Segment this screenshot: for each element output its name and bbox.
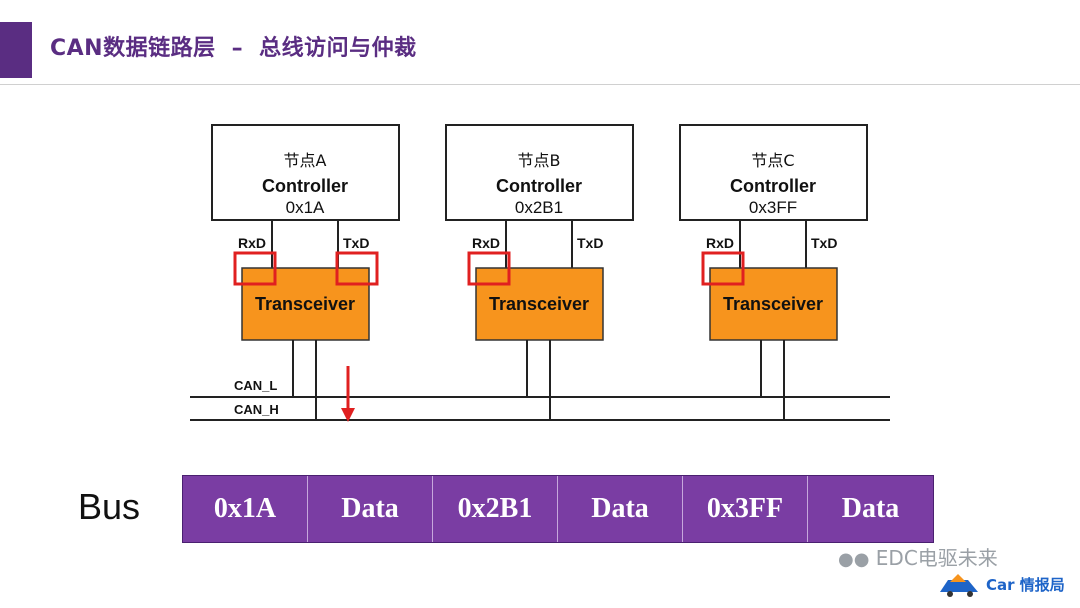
node-b: 节点B Controller 0x2B1 RxD TxD Transceiver [445,124,634,420]
bus-sequence-row: 0x1A Data 0x2B1 Data 0x3FF Data [182,475,934,543]
controller-box [679,124,868,221]
watermark-text: EDC电驱未来 [875,546,998,570]
page-title: CAN数据链路层–总线访问与仲裁 [50,30,417,62]
node-name: 节点C [751,151,794,170]
logo-text: Car 情报局 [986,576,1065,594]
bus-cell-data: Data [308,476,433,542]
rxd-label: RxD [706,235,734,251]
controller-label: Controller [496,176,582,196]
txd-highlight-box [335,251,379,286]
txd-label: TxD [577,235,603,251]
can-l-label: CAN_L [234,378,277,393]
transceiver-box [241,267,370,341]
node-id: 0x1A [286,198,325,217]
node-id: 0x3FF [749,198,797,217]
watermark: ●● EDC电驱未来 [838,542,998,571]
rxd-label: RxD [238,235,266,251]
rxd-highlight-box [467,251,511,286]
bus-cell-data: Data [558,476,683,542]
controller-label: Controller [730,176,816,196]
node-c: 节点C Controller 0x3FF RxD TxD Transceiver [679,124,868,420]
transceiver-label: Transceiver [489,294,589,314]
car-logo: Car 情报局 [938,566,1078,606]
can-h-label: CAN_H [234,402,279,417]
red-down-arrow-icon [341,366,355,422]
rxd-highlight-box [701,251,745,286]
rxd-highlight-box [233,251,277,286]
bus-cell-data: Data [808,476,933,542]
transceiver-label: Transceiver [723,294,823,314]
bus-cell-id-c: 0x3FF [683,476,808,542]
node-name: 节点B [518,151,561,170]
title-divider [0,84,1080,85]
transceiver-box [709,267,838,341]
transceiver-label: Transceiver [255,294,355,314]
car-logo-icon [940,574,978,597]
title-accent-bar [0,22,32,78]
controller-label: Controller [262,176,348,196]
bus-label: Bus [78,486,141,527]
controller-box [211,124,400,221]
controller-box [445,124,634,221]
node-name: 节点A [284,151,327,170]
txd-label: TxD [811,235,837,251]
title-main: CAN数据链路层 [50,36,216,61]
wechat-icon: ●● [838,549,870,570]
bus-cell-id-b: 0x2B1 [433,476,558,542]
rxd-label: RxD [472,235,500,251]
title-sub: 总线访问与仲裁 [259,36,417,61]
node-a: 节点A Controller 0x1A RxD TxD Transceiver [211,124,400,420]
bus-cell-id-a: 0x1A [183,476,308,542]
title-separator: – [231,36,244,61]
node-id: 0x2B1 [515,198,563,217]
transceiver-box [475,267,604,341]
txd-label: TxD [343,235,369,251]
